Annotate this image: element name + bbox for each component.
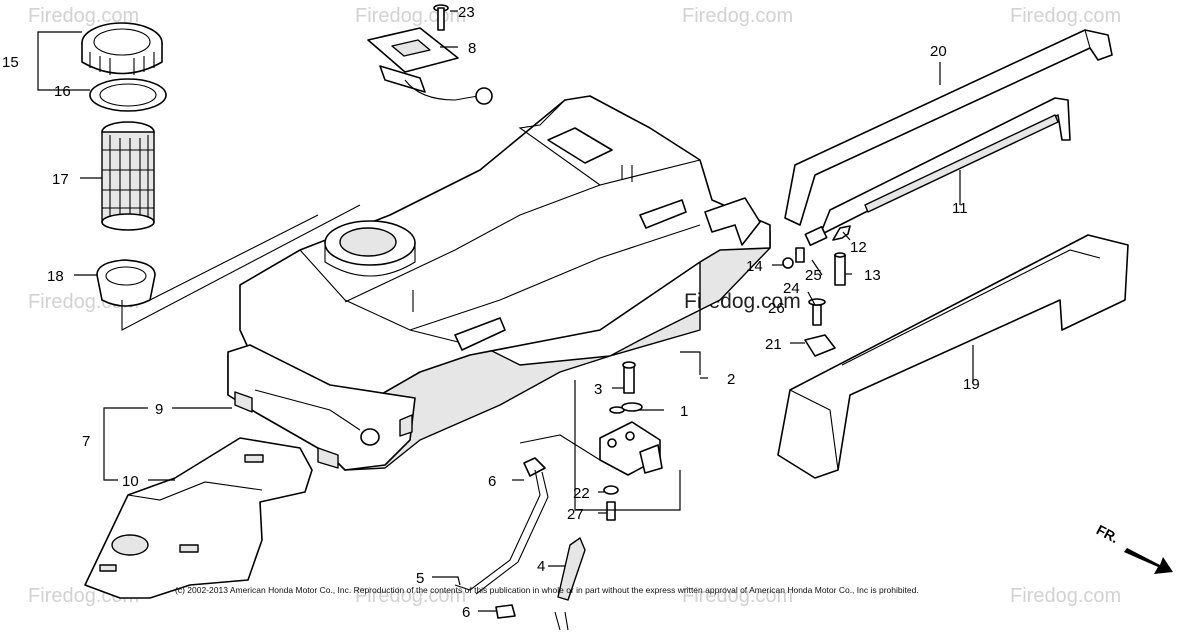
callout-12: 12 (850, 239, 867, 256)
callout-23: 23 (458, 4, 475, 21)
watermark-text: Firedog.com (28, 5, 139, 27)
callout-13: 13 (864, 267, 881, 284)
callout-18: 18 (47, 268, 64, 285)
callout-6: 6 (488, 473, 496, 490)
callout-16: 16 (54, 83, 71, 100)
handle-cover-upper (784, 29, 1113, 226)
callout-24: 24 (783, 280, 800, 297)
watermark-text: Firedog.com (682, 5, 793, 27)
handle-bar (819, 97, 1071, 236)
callout-1: 1 (680, 403, 688, 420)
callout-5: 5 (416, 570, 424, 587)
cap-seal (89, 78, 167, 112)
callout-27: 27 (567, 506, 584, 523)
strainer-ring (96, 259, 156, 307)
watermark-text: Firedog.com (355, 5, 466, 27)
fuel-cap (81, 22, 163, 75)
watermark-text: Firedog.com (355, 585, 466, 607)
callout-14: 14 (746, 258, 763, 275)
callout-4: 4 (537, 558, 545, 575)
handle-grip-lower (777, 234, 1129, 479)
handle-hardware (782, 225, 851, 357)
gauge-screw (433, 4, 449, 31)
copyright-notice: (c) 2002-2013 American Honda Motor Co., … (175, 585, 919, 595)
fuel-valve (574, 351, 701, 521)
watermark-text: Firedog.com (682, 585, 793, 607)
fuel-lines (454, 434, 601, 631)
callout-15: 15 (2, 54, 19, 71)
fuel-gauge (367, 27, 493, 105)
callout-8: 8 (468, 40, 476, 57)
tank-guard (84, 437, 313, 599)
callout-2: 2 (727, 371, 735, 388)
watermark-text: Firedog.com (1010, 585, 1121, 607)
front-direction-marker: FR. (1094, 521, 1173, 574)
fuel-strainer (101, 121, 155, 231)
front-direction-arrow-icon (1124, 548, 1173, 574)
callout-19: 19 (963, 376, 980, 393)
watermark-text: Firedog.com (1010, 5, 1121, 27)
callout-17: 17 (52, 171, 69, 188)
callout-22: 22 (573, 485, 590, 502)
callout-10: 10 (122, 473, 139, 490)
callout-25: 25 (805, 267, 822, 284)
fuel-tank (227, 95, 771, 471)
front-direction-label: FR. (1094, 521, 1121, 546)
callout-3: 3 (594, 381, 602, 398)
callout-9: 9 (155, 401, 163, 418)
callout-11: 11 (952, 200, 968, 217)
leader-lines (37, 10, 974, 612)
callout-6: 6 (462, 604, 470, 621)
callout-20: 20 (930, 43, 947, 60)
callout-21: 21 (765, 336, 782, 353)
callout-7: 7 (82, 433, 90, 450)
callout-26: 26 (768, 300, 785, 317)
callouts: 15 16 17 18 23 8 7 9 10 20 11 12 13 14 2… (2, 4, 980, 621)
watermarks: Firedog.com Firedog.com Firedog.com Fire… (28, 5, 1121, 607)
